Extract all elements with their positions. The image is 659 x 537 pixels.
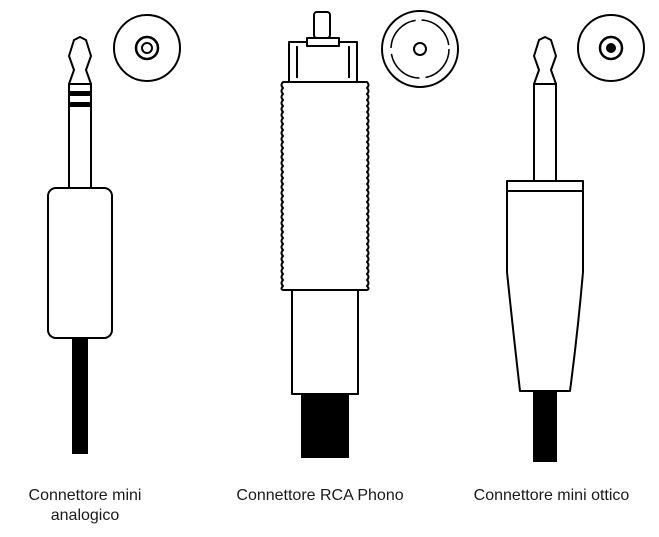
optical-mini-end-center bbox=[606, 43, 616, 53]
analog-mini-caption: Connettore mini analogico bbox=[0, 486, 170, 526]
optical-mini-cable bbox=[533, 385, 557, 462]
analog-mini-shaft bbox=[68, 83, 92, 189]
rca-end-center bbox=[413, 42, 427, 56]
rca-sleeve bbox=[291, 289, 359, 395]
analog-mini-caption-line-2: analogico bbox=[50, 507, 120, 524]
analog-mini-ring-band bbox=[69, 91, 91, 96]
optical-mini-shaft bbox=[533, 83, 557, 182]
analog-mini-ring-band bbox=[69, 102, 91, 107]
rca-pin-base bbox=[306, 37, 340, 47]
analog-mini-plug-illustration bbox=[47, 14, 181, 454]
rca-grip-body bbox=[280, 81, 370, 291]
analog-mini-end-center bbox=[141, 42, 153, 54]
optical-mini-body bbox=[506, 190, 584, 392]
optical-mini-tip bbox=[533, 36, 557, 85]
rca-center-pin bbox=[313, 11, 331, 39]
optical-mini-collar bbox=[506, 180, 584, 192]
analog-mini-caption-line-1: Connettore mini bbox=[28, 487, 142, 504]
rca-phono-plug-illustration bbox=[280, 10, 459, 458]
rca-cable bbox=[301, 394, 349, 458]
analog-mini-tip bbox=[68, 36, 92, 85]
optical-mini-caption: Connettore mini ottico bbox=[473, 487, 630, 504]
analog-mini-cable bbox=[72, 338, 88, 454]
rca-phono-caption: Connettore RCA Phono bbox=[236, 487, 404, 504]
analog-mini-body bbox=[47, 187, 113, 339]
optical-mini-plug-illustration bbox=[506, 14, 645, 462]
rca-collar bbox=[288, 41, 358, 83]
